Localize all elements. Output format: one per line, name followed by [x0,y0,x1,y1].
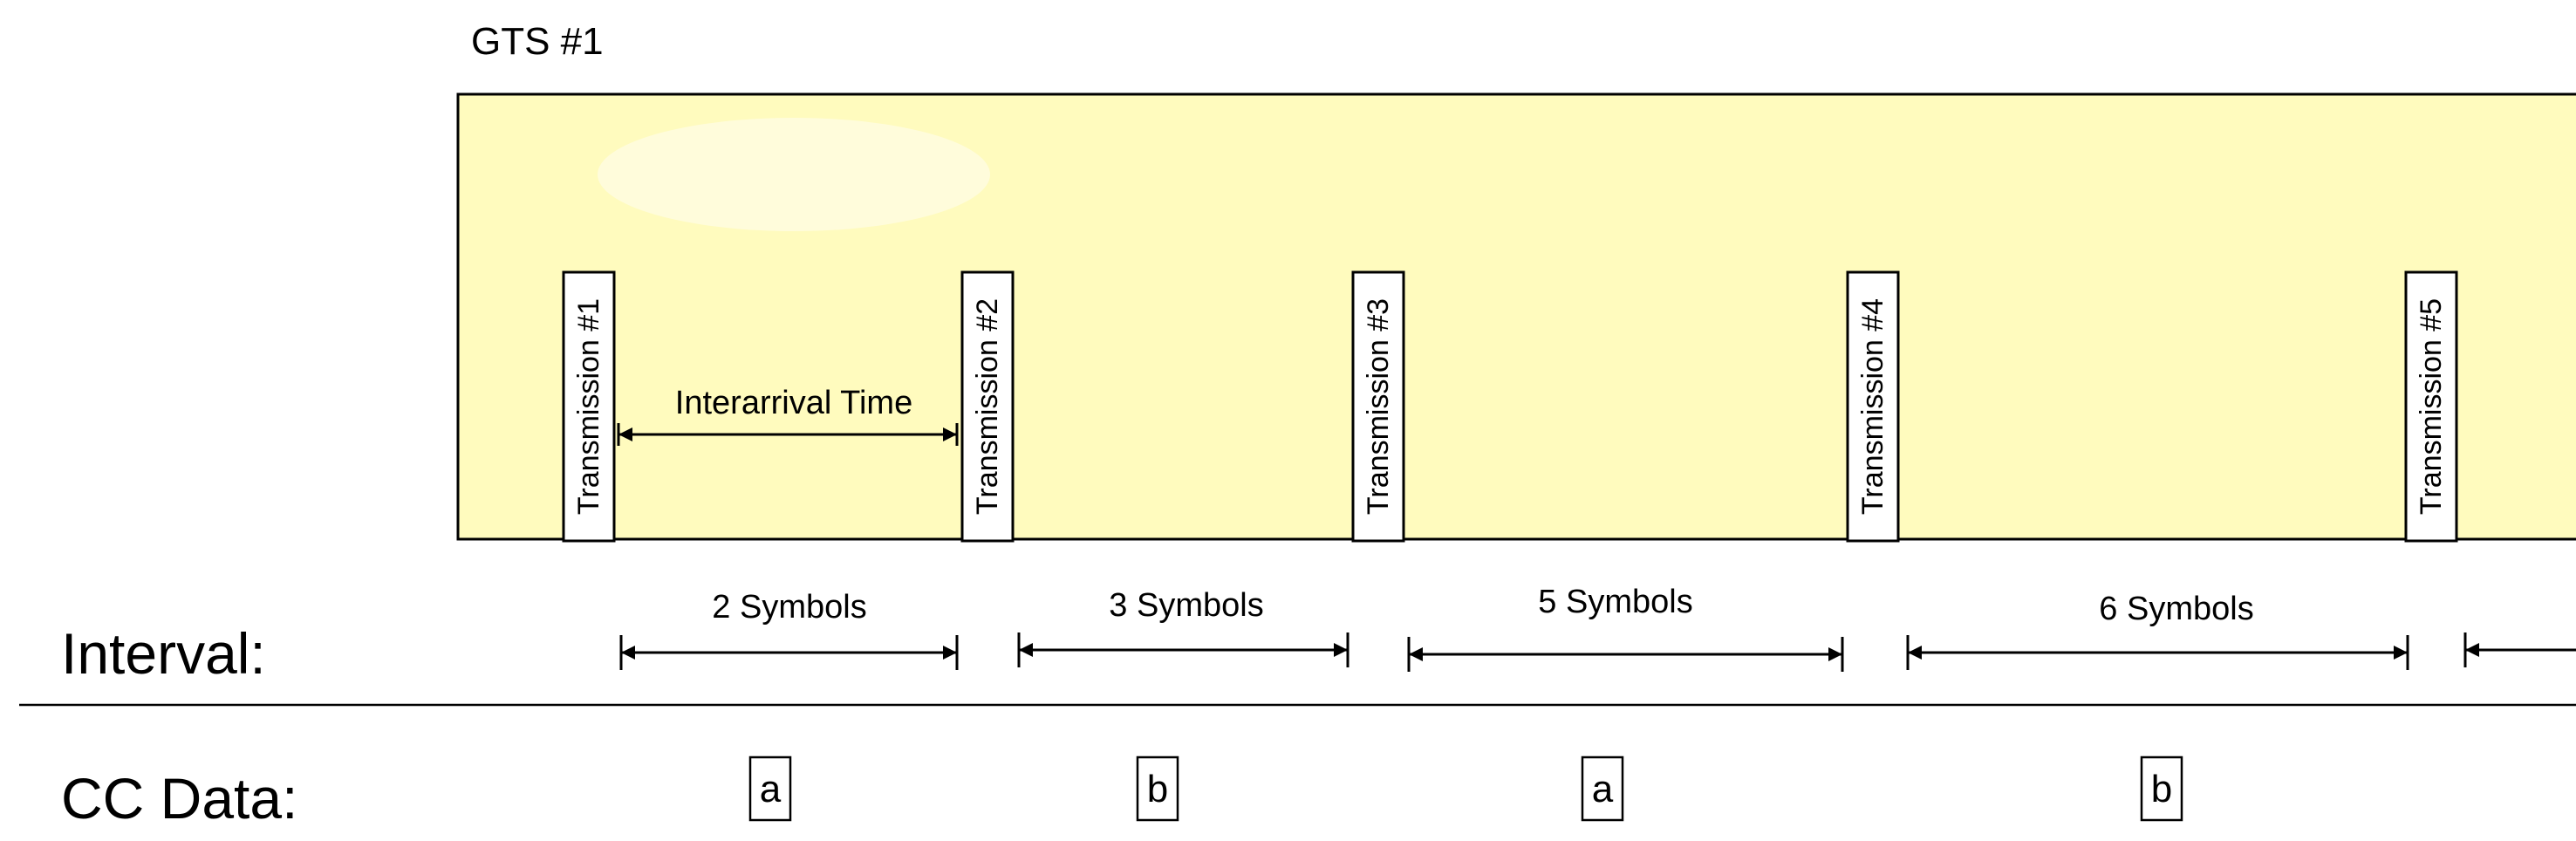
transmission-label-4: Transmission #4 [1856,298,1889,515]
transmission-label-1: Transmission #1 [572,298,605,515]
interval-2: 3 Symbols [1017,587,1349,667]
interval-1: 2 Symbols [619,589,959,670]
cc-value-4: b [2140,756,2183,822]
gts-title: GTS #1 [471,20,604,63]
transmission-label-5: Transmission #5 [2415,298,2448,515]
interval-label-1: 2 Symbols [712,589,866,626]
transmission-slot-5: Transmission #5 [2404,270,2458,543]
interval-row-label: Interval: [61,621,266,686]
cc-value-text-1: a [760,768,782,810]
cc-value-3: a [1581,756,1624,822]
transmission-slot-3: Transmission #3 [1351,270,1405,543]
transmission-slot-1: Transmission #1 [562,270,616,543]
interval-5-partial [2463,632,2576,667]
transmission-slot-4: Transmission #4 [1846,270,1900,543]
cc-row-label: CC Data: [61,766,297,831]
interval-label-4: 6 Symbols [2099,591,2253,627]
interval-label-2: 3 Symbols [1109,587,1263,624]
cc-value-text-2: b [1147,768,1168,810]
transmission-slot-2: Transmission #2 [960,270,1015,543]
cc-value-1: a [748,756,792,822]
transmission-label-2: Transmission #2 [971,298,1004,515]
cc-value-text-4: b [2151,768,2172,810]
highlight-blob [598,118,990,231]
cc-value-2: b [1136,756,1179,822]
transmission-label-3: Transmission #3 [1362,298,1395,515]
interval-4: 6 Symbols [1906,591,2409,670]
cc-value-text-3: a [1592,768,1614,810]
interval-3: 5 Symbols [1407,584,1844,672]
interval-label-3: 5 Symbols [1538,584,1692,620]
interarrival-label: Interarrival Time [675,385,912,421]
